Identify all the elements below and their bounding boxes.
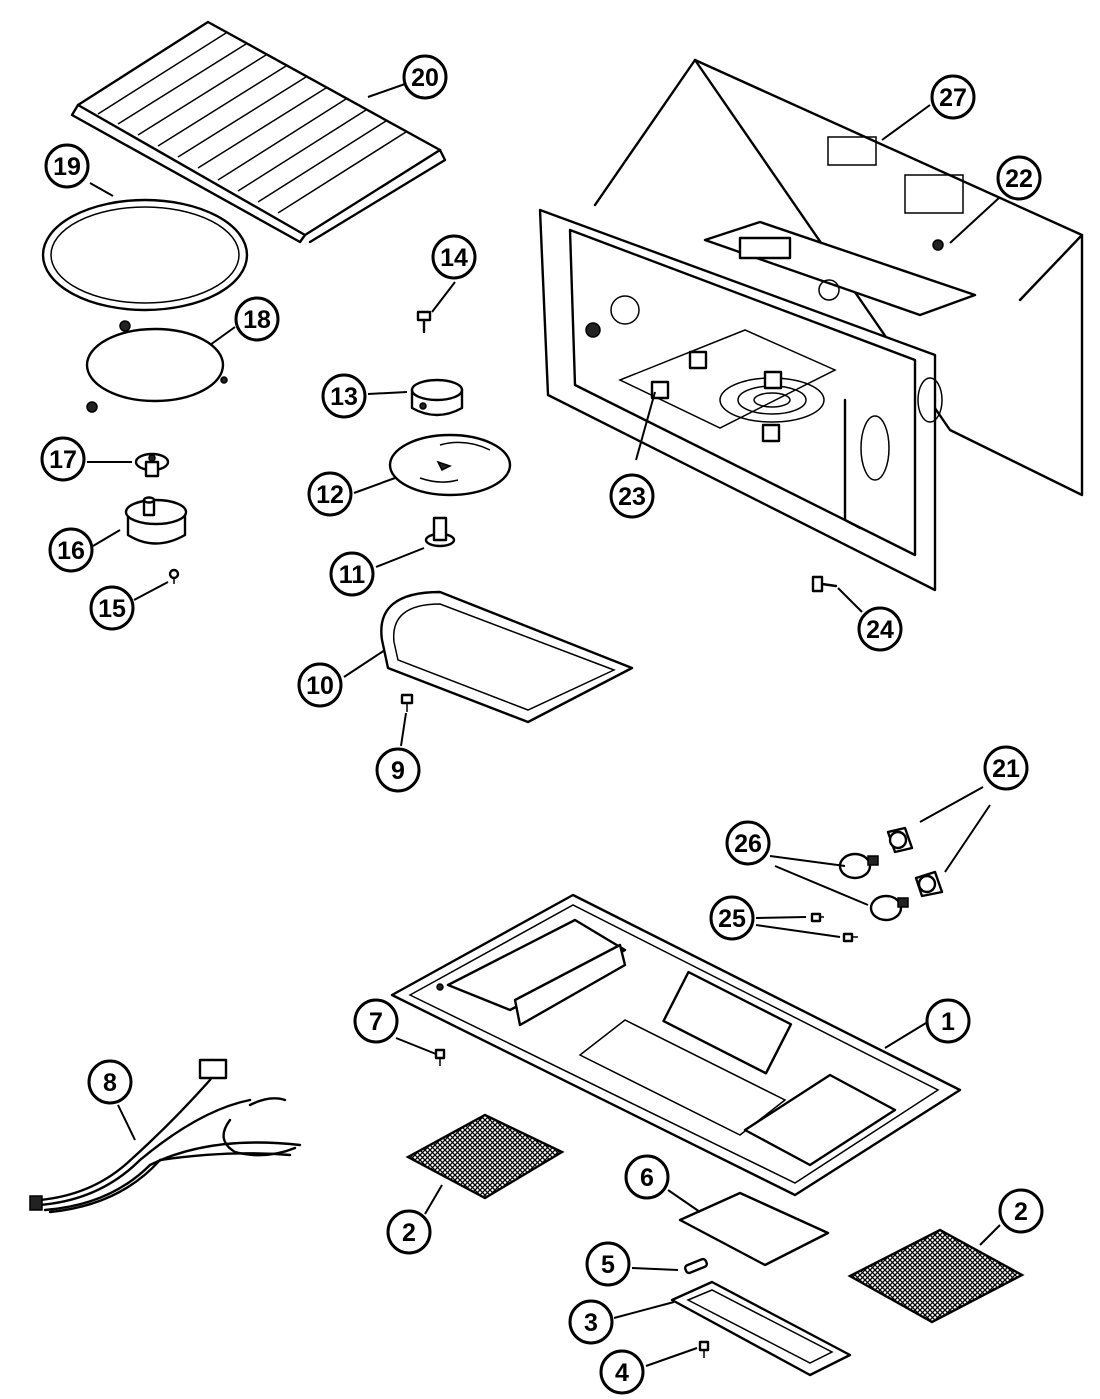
callout-14: 14 bbox=[431, 234, 477, 280]
part-stirrer-motor bbox=[410, 378, 464, 417]
callout-23-label: 23 bbox=[618, 483, 646, 511]
part-bottom-plate bbox=[390, 893, 962, 1197]
part-screw-25-upper bbox=[810, 912, 824, 923]
part-screw-24 bbox=[811, 575, 838, 593]
callout-2-left: 2 bbox=[386, 1209, 432, 1255]
part-grease-filter-left bbox=[405, 1113, 565, 1200]
part-spacer bbox=[684, 1257, 708, 1275]
callout-26-label: 26 bbox=[734, 830, 762, 858]
callout-22-label: 22 bbox=[1005, 165, 1033, 193]
part-roller-ring bbox=[85, 320, 228, 413]
part-screw-14 bbox=[416, 310, 432, 334]
part-oven-rack bbox=[70, 20, 447, 244]
callout-21: 21 bbox=[983, 745, 1029, 791]
part-screw-9 bbox=[400, 693, 414, 712]
callout-17-label: 17 bbox=[49, 446, 77, 474]
callout-15: 15 bbox=[89, 585, 135, 631]
callout-15-label: 15 bbox=[98, 595, 126, 623]
callout-16-label: 16 bbox=[57, 537, 85, 565]
part-coupler bbox=[134, 452, 170, 478]
callout-20-label: 20 bbox=[411, 64, 439, 92]
callout-3: 3 bbox=[568, 1299, 614, 1345]
part-lamp-socket-upper bbox=[886, 826, 914, 854]
callout-2-right: 2 bbox=[998, 1188, 1044, 1234]
part-stirrer-shaft bbox=[424, 516, 456, 548]
callout-27: 27 bbox=[930, 74, 976, 120]
callout-6-label: 6 bbox=[640, 1164, 654, 1192]
callout-5-label: 5 bbox=[601, 1251, 615, 1279]
callout-2-left-label: 2 bbox=[402, 1219, 416, 1247]
callout-4-label: 4 bbox=[615, 1359, 629, 1387]
part-light-bulbs bbox=[838, 852, 909, 922]
callout-10: 10 bbox=[297, 662, 343, 708]
part-stirrer-blade bbox=[388, 433, 512, 497]
callout-23: 23 bbox=[609, 473, 655, 519]
callout-14-label: 14 bbox=[440, 244, 468, 272]
callout-27-label: 27 bbox=[939, 84, 967, 112]
callout-1-label: 1 bbox=[941, 1008, 955, 1036]
part-waveguide-cover bbox=[380, 590, 634, 724]
callout-11-label: 11 bbox=[339, 561, 366, 589]
callout-24: 24 bbox=[857, 606, 903, 652]
callout-8-label: 8 bbox=[103, 1069, 117, 1097]
part-lamp-lens bbox=[678, 1191, 830, 1267]
callout-19-label: 19 bbox=[53, 153, 81, 181]
part-lamp-cover bbox=[670, 1280, 852, 1377]
callout-21-label: 21 bbox=[992, 755, 1020, 783]
part-screw-25-lower bbox=[842, 932, 858, 943]
callout-7: 7 bbox=[353, 998, 399, 1044]
callout-22: 22 bbox=[996, 155, 1042, 201]
callout-18-label: 18 bbox=[243, 306, 271, 334]
callout-26: 26 bbox=[725, 820, 771, 866]
callout-19: 19 bbox=[44, 143, 90, 189]
callout-13: 13 bbox=[321, 373, 367, 419]
callout-13-label: 13 bbox=[330, 383, 358, 411]
part-turntable-ring bbox=[41, 198, 249, 312]
part-grease-filter-right bbox=[847, 1228, 1025, 1324]
part-bulb-upper bbox=[838, 852, 879, 880]
part-oven-cavity bbox=[538, 58, 1084, 592]
part-screw-4 bbox=[698, 1340, 710, 1358]
callout-2-right-label: 2 bbox=[1014, 1198, 1028, 1226]
callout-17: 17 bbox=[40, 436, 86, 482]
part-turntable-motor bbox=[124, 496, 188, 545]
callout-20: 20 bbox=[402, 54, 448, 100]
callout-12-label: 12 bbox=[316, 481, 344, 509]
callout-1: 1 bbox=[925, 998, 971, 1044]
callout-25-label: 25 bbox=[718, 905, 746, 933]
callout-3-label: 3 bbox=[584, 1309, 598, 1337]
part-screw-7 bbox=[434, 1048, 446, 1066]
callout-4: 4 bbox=[599, 1349, 645, 1395]
callout-11: 11 bbox=[329, 551, 375, 597]
callout-24-label: 24 bbox=[866, 616, 894, 644]
callout-10-label: 10 bbox=[306, 672, 334, 700]
callout-9-label: 9 bbox=[391, 757, 405, 785]
callout-6: 6 bbox=[624, 1154, 670, 1200]
callout-12: 12 bbox=[307, 471, 353, 517]
part-bulb-screws bbox=[810, 912, 858, 943]
callout-9: 9 bbox=[375, 747, 421, 793]
callout-16: 16 bbox=[48, 527, 94, 573]
leader-lines bbox=[87, 83, 1001, 1367]
part-wire-harness bbox=[29, 1058, 302, 1214]
part-screw-15 bbox=[168, 568, 180, 584]
callout-5: 5 bbox=[585, 1241, 631, 1287]
callout-8: 8 bbox=[87, 1059, 133, 1105]
callout-7-label: 7 bbox=[369, 1008, 383, 1036]
callout-18: 18 bbox=[234, 296, 280, 342]
part-bulb-lower bbox=[869, 894, 909, 922]
part-lamp-socket-lower bbox=[914, 870, 944, 898]
part-lamp-sockets bbox=[886, 826, 944, 898]
callout-25: 25 bbox=[709, 895, 755, 941]
